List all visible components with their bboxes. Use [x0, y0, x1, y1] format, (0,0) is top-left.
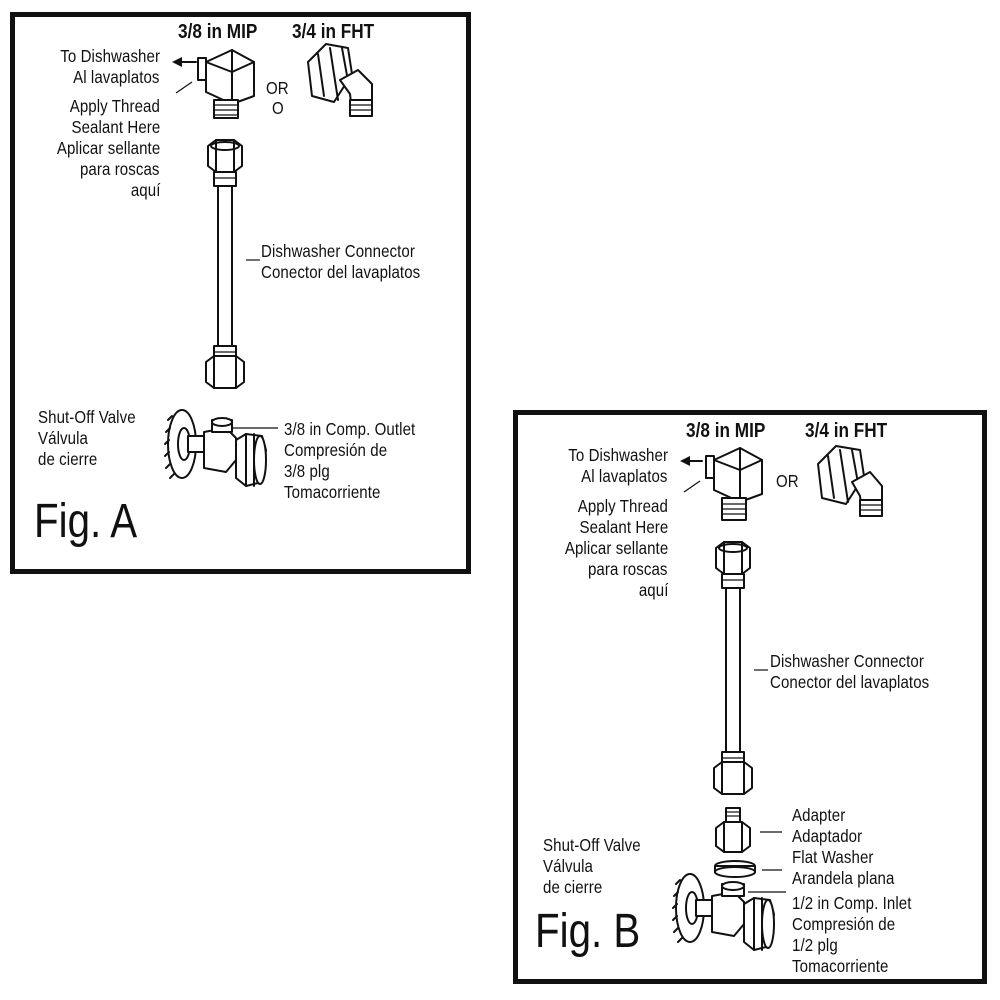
fig-b-sealant-2: Sealant Here	[579, 517, 668, 537]
fig-b-sealant-3: Aplicar sellante	[564, 538, 668, 558]
fht-elbow-fitting	[817, 445, 883, 517]
fig-a-outlet-2: Compresión de	[284, 440, 388, 460]
fig-a-connector-es: Conector del lavaplatos	[261, 262, 421, 282]
shut-off-valve-b	[672, 873, 775, 951]
fig-b-adapter-es: Adaptador	[792, 826, 863, 846]
fig-a-valve-en: Shut-Off Valve	[38, 407, 136, 427]
fig-a-outlet-1: 3/8 in Comp. Outlet	[284, 419, 416, 439]
fig-b-connector-es: Conector del lavaplatos	[770, 672, 930, 692]
fig-b-valve-en: Shut-Off Valve	[543, 835, 641, 855]
fig-a-or-en: OR	[266, 78, 289, 98]
fig-a-sealant-1: Apply Thread	[69, 96, 160, 116]
fig-b-washer-es: Arandela plana	[792, 868, 895, 888]
fig-a-connector-en: Dishwasher Connector	[261, 241, 415, 261]
mip-elbow-fitting	[705, 447, 763, 521]
fig-a-fht-label: 3/4 in FHT	[292, 21, 375, 43]
arrow-left-icon	[172, 57, 197, 67]
fig-b-valve-es-1: Válvula	[543, 856, 593, 876]
fig-b-to-dishwasher-en: To Dishwasher	[568, 445, 668, 465]
fig-a-sealant-4: para roscas	[80, 159, 160, 179]
fig-a-sealant-5: aquí	[130, 180, 160, 200]
fig-b-valve-es-2: de cierre	[543, 877, 603, 897]
fht-elbow-fitting	[307, 43, 373, 117]
dishwasher-connector-hose	[713, 541, 753, 795]
fig-a-label: Fig. A	[34, 495, 138, 548]
fig-a-outlet-3: 3/8 plg	[284, 461, 330, 481]
adapter-fitting	[715, 807, 751, 853]
mip-elbow-fitting	[197, 49, 255, 119]
fig-b-to-dishwasher-es: Al lavaplatos	[581, 466, 668, 486]
arrow-left-icon	[680, 456, 703, 466]
fig-b-inlet-3: 1/2 plg	[792, 935, 838, 955]
fig-a-to-dishwasher-es: Al lavaplatos	[73, 67, 160, 87]
figure-b-panel	[513, 410, 987, 984]
fig-b-label: Fig. B	[535, 905, 641, 958]
fig-b-inlet-4: Tomacorriente	[792, 956, 889, 976]
flat-washer	[714, 860, 756, 878]
fig-b-inlet-1: 1/2 in Comp. Inlet	[792, 893, 912, 913]
shut-off-valve-a	[164, 409, 267, 487]
fig-a-sealant-3: Aplicar sellante	[56, 138, 160, 158]
fig-a-or-es: O	[272, 98, 284, 118]
fig-b-fht-label: 3/4 in FHT	[805, 420, 888, 442]
fig-a-valve-es-1: Válvula	[38, 428, 88, 448]
sealant-leader-line	[683, 480, 701, 493]
fig-a-valve-es-2: de cierre	[38, 449, 98, 469]
fig-a-sealant-2: Sealant Here	[71, 117, 160, 137]
fig-b-or: OR	[776, 471, 799, 491]
fig-b-sealant-5: aquí	[638, 580, 668, 600]
fig-b-sealant-4: para roscas	[588, 559, 668, 579]
sealant-leader-line	[175, 81, 193, 94]
dishwasher-connector-hose	[205, 139, 245, 389]
fig-b-inlet-2: Compresión de	[792, 914, 896, 934]
fig-a-outlet-4: Tomacorriente	[284, 482, 381, 502]
fig-b-washer-en: Flat Washer	[792, 847, 874, 867]
fig-b-mip-label: 3/8 in MIP	[686, 420, 766, 442]
fig-a-mip-label: 3/8 in MIP	[178, 21, 258, 43]
fig-a-to-dishwasher-en: To Dishwasher	[60, 46, 160, 66]
fig-b-adapter-en: Adapter	[792, 805, 846, 825]
fig-b-sealant-1: Apply Thread	[577, 496, 668, 516]
fig-b-connector-en: Dishwasher Connector	[770, 651, 924, 671]
